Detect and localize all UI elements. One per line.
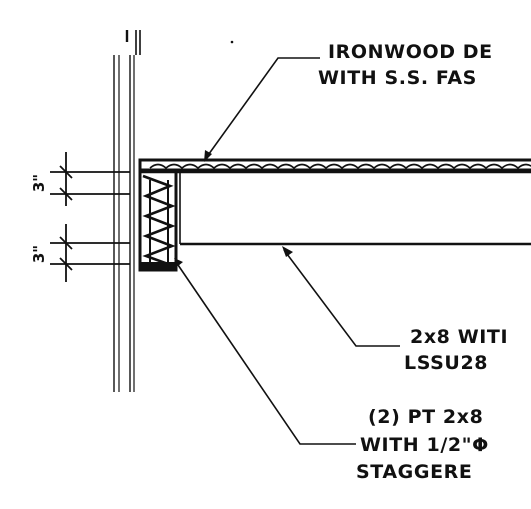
- callout-joist-line1: 2x8 WITI: [410, 326, 508, 348]
- callout-joist-line2: LSSU28: [404, 352, 488, 374]
- joist: [140, 170, 531, 246]
- callout-ledger-line2: WITH 1/2"Φ: [360, 434, 489, 456]
- dimension-lower: [50, 224, 130, 282]
- drawing-speck: [230, 40, 234, 44]
- leader-ledger: [174, 258, 356, 445]
- ledger-and-hanger: [138, 168, 178, 272]
- callout-decking-line1: IRONWOOD DE: [328, 41, 493, 63]
- dimension-lower-label: 3": [30, 245, 48, 263]
- wall-post: [113, 30, 141, 392]
- leader-decking: [204, 57, 320, 162]
- callout-ledger-line3: STAGGERE: [356, 461, 472, 483]
- leader-joist: [282, 246, 400, 347]
- dimension-upper: [50, 152, 130, 206]
- dimension-upper-label: 3": [30, 174, 48, 192]
- callout-joist: 2x8 WITI LSSU28: [404, 326, 508, 374]
- decking-board: [138, 158, 531, 172]
- callout-decking: IRONWOOD DE WITH S.S. FAS: [318, 41, 493, 89]
- callout-decking-line2: WITH S.S. FAS: [318, 67, 477, 89]
- callout-ledger: (2) PT 2x8 WITH 1/2"Φ STAGGERE: [356, 406, 489, 483]
- callout-ledger-line1: (2) PT 2x8: [368, 406, 483, 428]
